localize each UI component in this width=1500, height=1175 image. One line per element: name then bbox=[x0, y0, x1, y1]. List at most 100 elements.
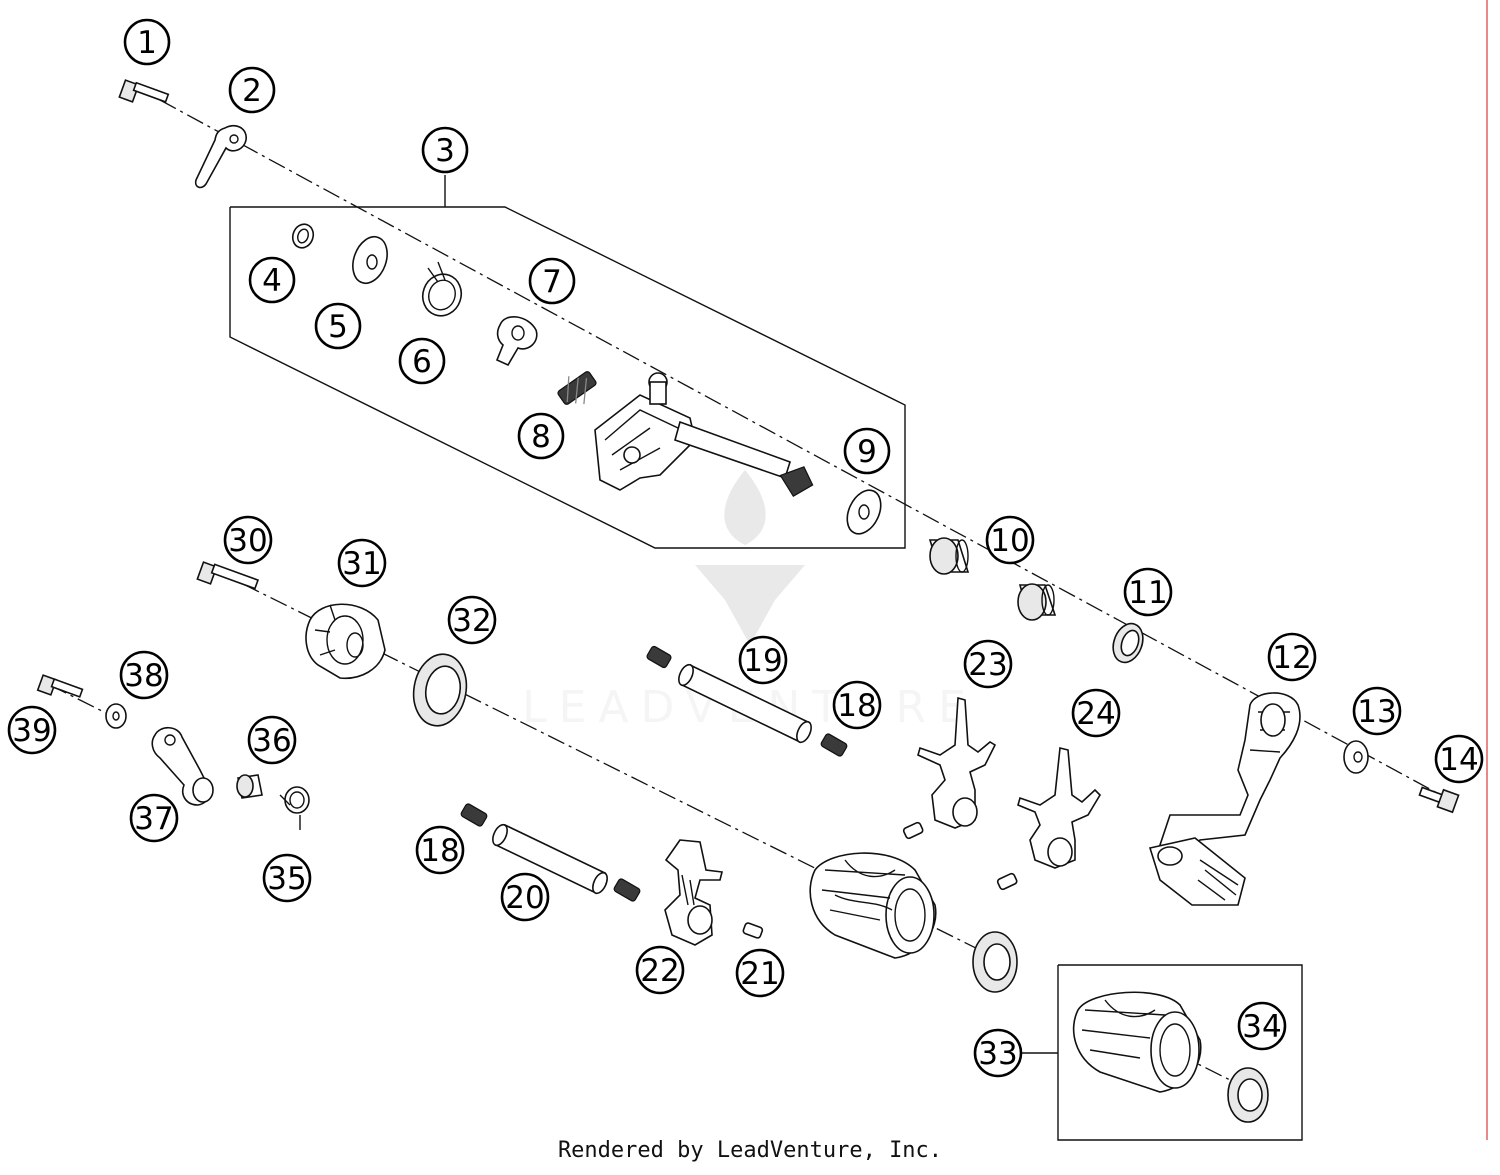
footer-credit: Rendered by LeadVenture, Inc. bbox=[557, 1138, 943, 1163]
callout-30: 30 bbox=[223, 515, 273, 565]
svg-text:12: 12 bbox=[1272, 640, 1311, 676]
svg-text:8: 8 bbox=[531, 419, 551, 455]
callout-31: 31 bbox=[337, 538, 387, 588]
part-shift-fork-22 bbox=[664, 839, 723, 946]
svg-text:24: 24 bbox=[1076, 696, 1115, 732]
part-shift-rail-20 bbox=[492, 823, 608, 895]
callout-4: 4 bbox=[248, 256, 296, 304]
part-bolt-1 bbox=[118, 79, 170, 103]
part-setscrew-18a bbox=[820, 733, 848, 757]
svg-text:22: 22 bbox=[640, 953, 679, 989]
svg-text:37: 37 bbox=[134, 801, 173, 837]
callout-5: 5 bbox=[314, 302, 362, 350]
callout-32: 32 bbox=[447, 595, 497, 645]
callout-18-lower: 18 bbox=[415, 825, 465, 875]
part-bolt-30 bbox=[196, 561, 260, 590]
part-bushing-10a bbox=[928, 537, 970, 575]
part-bearing-34 bbox=[1227, 1067, 1269, 1123]
svg-text:4: 4 bbox=[262, 263, 282, 299]
callout-14: 14 bbox=[1434, 734, 1484, 784]
svg-text:7: 7 bbox=[542, 264, 562, 300]
part-shift-rail-19 bbox=[678, 663, 812, 744]
svg-text:6: 6 bbox=[412, 344, 432, 380]
part-washer-38 bbox=[105, 703, 127, 729]
part-stopper-7 bbox=[495, 316, 538, 367]
svg-text:36: 36 bbox=[252, 723, 291, 759]
part-shift-lever-12 bbox=[1148, 692, 1301, 906]
svg-text:13: 13 bbox=[1357, 694, 1396, 730]
svg-text:34: 34 bbox=[1242, 1009, 1281, 1045]
part-washer-5 bbox=[352, 235, 388, 285]
part-washer-9 bbox=[846, 489, 882, 535]
part-drum-33 bbox=[1072, 991, 1202, 1093]
callout-18-upper: 18 bbox=[832, 680, 882, 730]
part-setscrew-18b bbox=[460, 803, 488, 827]
part-shift-drum bbox=[809, 852, 937, 959]
svg-text:5: 5 bbox=[328, 309, 348, 345]
svg-text:20: 20 bbox=[505, 880, 544, 916]
part-washer-13 bbox=[1343, 740, 1369, 774]
callout-10: 10 bbox=[985, 515, 1035, 565]
callout-13: 13 bbox=[1352, 686, 1402, 736]
svg-text:32: 32 bbox=[452, 603, 491, 639]
svg-text:33: 33 bbox=[978, 1036, 1017, 1072]
svg-text:38: 38 bbox=[124, 658, 163, 694]
svg-text:31: 31 bbox=[342, 546, 381, 582]
svg-text:18: 18 bbox=[420, 833, 459, 869]
svg-text:3: 3 bbox=[435, 133, 455, 169]
callout-6: 6 bbox=[398, 337, 446, 385]
callout-2: 2 bbox=[228, 66, 276, 114]
callout-35: 35 bbox=[262, 853, 312, 903]
part-setscrew-20 bbox=[613, 878, 641, 902]
svg-text:30: 30 bbox=[228, 523, 267, 559]
callout-36: 36 bbox=[247, 715, 297, 765]
callout-8: 8 bbox=[517, 412, 565, 460]
callout-20: 20 bbox=[500, 872, 550, 922]
assembly-frame-33 bbox=[1057, 964, 1303, 1141]
part-shift-fork-24 bbox=[1017, 747, 1102, 869]
part-drum-bearing bbox=[972, 931, 1018, 993]
part-seal-11 bbox=[1112, 622, 1144, 664]
part-circlip-4 bbox=[291, 223, 315, 249]
svg-text:18: 18 bbox=[837, 688, 876, 724]
callout-22: 22 bbox=[635, 945, 685, 995]
part-detent-lever-37 bbox=[151, 726, 214, 806]
part-pin-21 bbox=[742, 922, 764, 939]
svg-text:35: 35 bbox=[267, 861, 306, 897]
callout-24: 24 bbox=[1071, 688, 1121, 738]
svg-text:19: 19 bbox=[743, 643, 782, 679]
part-roller-36 bbox=[236, 774, 263, 799]
svg-text:39: 39 bbox=[12, 713, 51, 749]
callout-9: 9 bbox=[843, 427, 891, 475]
part-shift-shaft bbox=[594, 372, 814, 498]
part-shift-cam-31 bbox=[305, 603, 386, 679]
part-bolt-39 bbox=[36, 674, 84, 698]
svg-text:23: 23 bbox=[968, 647, 1007, 683]
callout-1: 1 bbox=[123, 18, 171, 66]
callout-33: 33 bbox=[973, 1028, 1023, 1078]
part-shift-fork-23 bbox=[917, 696, 997, 829]
part-setscrew-8 bbox=[557, 371, 597, 405]
callout-34: 34 bbox=[1237, 1001, 1287, 1051]
callout-3: 3 bbox=[421, 126, 469, 174]
callout-23: 23 bbox=[963, 639, 1013, 689]
svg-text:1: 1 bbox=[137, 25, 157, 61]
shift-shaft-axis bbox=[159, 99, 1451, 801]
part-pin-23 bbox=[902, 821, 924, 840]
assembly-frame-3 bbox=[229, 206, 906, 549]
part-bushing-10b bbox=[1017, 583, 1057, 621]
svg-text:14: 14 bbox=[1439, 742, 1478, 778]
callout-11: 11 bbox=[1123, 567, 1173, 617]
part-spring-6 bbox=[421, 261, 463, 317]
svg-text:11: 11 bbox=[1128, 575, 1167, 611]
part-lever-2 bbox=[194, 124, 247, 189]
part-pin-24 bbox=[996, 872, 1018, 891]
callout-12: 12 bbox=[1267, 632, 1317, 682]
callout-38: 38 bbox=[119, 650, 169, 700]
part-setscrew-19a bbox=[646, 645, 672, 669]
svg-text:2: 2 bbox=[242, 73, 262, 109]
callout-21: 21 bbox=[735, 948, 785, 998]
callout-7: 7 bbox=[528, 257, 576, 305]
callout-37: 37 bbox=[129, 793, 179, 843]
